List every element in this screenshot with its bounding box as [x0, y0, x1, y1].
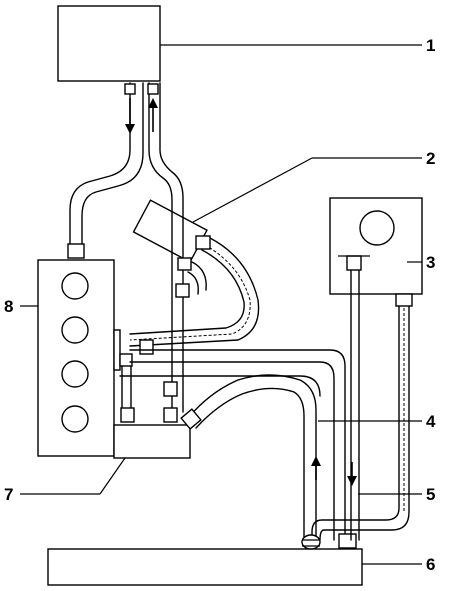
thermostat-fittings: [175, 257, 207, 298]
hose-3-right-return: [311, 293, 413, 546]
component-1-box: [57, 5, 161, 82]
leader-7a: [99, 457, 126, 495]
callout-1: 1: [426, 36, 435, 55]
flow-arrow-up-hose-4: [311, 456, 321, 480]
callout-2: 2: [426, 149, 435, 168]
hose-4: [180, 374, 321, 550]
leader-lines: [20, 44, 422, 565]
callout-4: 4: [426, 412, 436, 431]
leader-2a: [192, 157, 313, 223]
component-3-box: [329, 197, 423, 295]
hose-3-down: [338, 255, 370, 541]
flow-arrow-down-hose-5: [347, 462, 357, 486]
callout-3: 3: [426, 253, 435, 272]
component-6-box: [47, 548, 363, 586]
flow-arrow-down: [125, 98, 135, 134]
hose-engine-to-line-5: [119, 349, 357, 549]
hose-1-to-engine: [67, 82, 144, 259]
component-8-engine-block: [37, 259, 121, 457]
flow-arrow-up: [148, 98, 158, 132]
engine-lower-fittings: [120, 365, 135, 423]
callout-5: 5: [426, 485, 435, 504]
callout-7: 7: [4, 485, 13, 504]
component-2-housing: [132, 199, 208, 263]
hose-1-return-vertical: [147, 82, 184, 423]
callout-8: 8: [4, 297, 13, 316]
callout-6: 6: [426, 555, 435, 574]
component-7-box: [113, 424, 191, 459]
